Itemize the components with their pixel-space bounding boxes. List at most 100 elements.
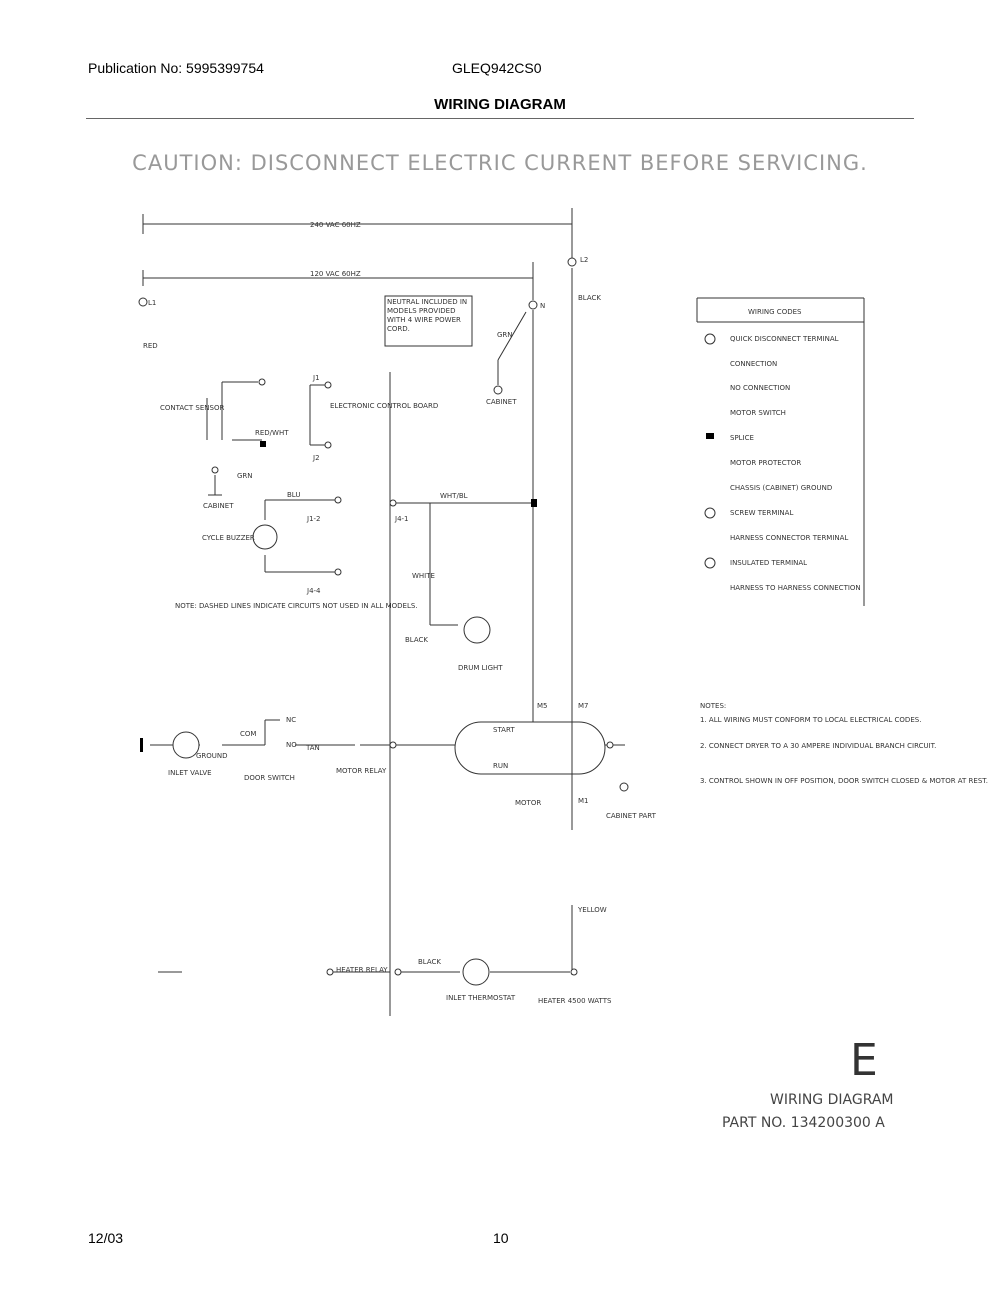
terminal-circle [570,968,578,976]
label-door-switch: DOOR SWITCH [244,774,295,782]
notes-line: 2. CONNECT DRYER TO A 30 AMPERE INDIVIDU… [700,742,936,750]
connector-block [260,441,266,447]
label-black: BLACK [578,294,601,302]
label-blu: BLU [287,491,300,499]
terminal-circle [619,782,629,792]
label-wht-blu: WHT/BL [440,492,468,500]
part-number: PART NO. 134200300 A [722,1115,885,1131]
terminal-circle [334,496,342,504]
footer-page: 10 [493,1230,509,1246]
legend-item: CONNECTION [730,360,777,368]
thermostat-symbol [462,958,490,986]
legend-item: SCREW TERMINAL [730,509,793,517]
buzzer-symbol [252,524,278,550]
label-j2: J2 [312,454,320,462]
label-run: RUN [493,762,508,770]
publication-number: Publication No: 5995399754 [88,60,264,76]
label-cabinet: CABINET [486,398,517,406]
terminal-circle [324,381,332,389]
legend-item: NO CONNECTION [730,384,790,392]
legend-title: WIRING CODES [748,308,802,316]
label-motor: MOTOR [515,799,541,807]
label-grn-ground: GRN [237,472,253,480]
label-notes-dashed: NOTE: DASHED LINES INDICATE CIRCUITS NOT… [175,602,418,610]
terminal-circle [606,741,614,749]
label-tan: TAN [305,744,320,752]
legend-items: QUICK DISCONNECT TERMINAL CONNECTION NO … [730,335,861,592]
label-inlet-thermostat: INLET THERMOSTAT [446,994,516,1002]
legend-item: QUICK DISCONNECT TERMINAL [730,335,839,343]
label-120vac: 120 VAC 60HZ [310,270,361,278]
label-contact-sensor: CONTACT SENSOR [160,404,224,412]
drum-light-symbol [463,616,491,644]
label-black-bottom: BLACK [418,958,441,966]
notes-line: 3. CONTROL SHOWN IN OFF POSITION, DOOR S… [700,777,988,785]
label-yellow: YELLOW [577,906,607,914]
terminal-circle [258,378,266,386]
terminal-circle [326,968,334,976]
label-control-board: ELECTRONIC CONTROL BOARD [330,402,438,410]
legend-item: CHASSIS (CABINET) GROUND [730,484,832,492]
label-m1: M1 [578,797,589,805]
terminal-circle [138,297,148,307]
label-inlet-valve: INLET VALVE [168,769,212,777]
label-start: START [493,726,515,734]
legend-item: SPLICE [730,434,754,442]
part-title: WIRING DIAGRAM [770,1092,894,1108]
footer-date: 12/03 [88,1230,124,1246]
label-com: COM [240,730,256,738]
label-l2: L2 [580,256,588,264]
ground-block [140,738,143,752]
terminal-circle [389,499,397,507]
neutral-note-text: NEUTRAL INCLUDED IN MODELS PROVIDED WITH… [387,298,468,333]
legend-item: MOTOR PROTECTOR [730,459,801,467]
label-cabinet-part: CABINET PART [606,812,657,820]
label-l1: L1 [148,299,156,307]
terminal-circle [493,385,503,395]
inlet-valve-symbol [172,731,200,759]
terminal-circle [324,441,332,449]
terminal-circle [211,466,219,474]
legend-symbol [704,333,716,345]
page-title: WIRING DIAGRAM [434,96,566,113]
label-240vac: 240 VAC 60HZ [310,221,361,229]
legend-symbol [704,557,716,569]
label-drum-light: DRUM LIGHT [458,664,503,672]
model-number: GLEQ942CS0 [452,60,542,76]
label-cycle-buzzer: CYCLE BUZZER [202,534,255,542]
label-n: N [540,302,545,310]
label-j4-4: J4-4 [306,587,321,595]
label-cabinet-ground: CABINET [203,502,234,510]
notes-line: NOTES: [700,702,726,710]
legend-item: MOTOR SWITCH [730,409,786,417]
terminals [138,257,716,986]
notes-line: 1. ALL WIRING MUST CONFORM TO LOCAL ELEC… [700,716,921,724]
label-m7: M7 [578,702,589,710]
terminal-circle [389,741,397,749]
label-red: RED [143,342,158,350]
terminal-circle [394,968,402,976]
terminal-circle [528,300,538,310]
terminal-circle [334,568,342,576]
wires [142,208,865,1016]
notes-block: NOTES: 1. ALL WIRING MUST CONFORM TO LOC… [700,702,988,785]
label-black-light: BLACK [405,636,428,644]
label-white: WHITE [412,572,435,580]
neutral-note-box: NEUTRAL INCLUDED IN MODELS PROVIDED WITH… [387,298,468,333]
label-heater-relay: HEATER RELAY [336,966,388,974]
label-j4-1: J4-1 [394,515,409,523]
legend-item: HARNESS TO HARNESS CONNECTION [730,584,861,592]
header-divider [86,118,914,119]
label-nc: NC [286,716,296,724]
label-red-wht: RED/WHT [255,429,289,437]
legend-splice-icon [706,433,714,439]
label-j1: J1 [312,374,320,382]
label-m5: M5 [537,702,548,710]
caution-text: CAUTION: DISCONNECT ELECTRIC CURRENT BEF… [132,151,868,175]
terminal-circle [567,257,577,267]
legend-item: HARNESS CONNECTOR TERMINAL [730,534,848,542]
label-no: NO [286,741,297,749]
legend-symbol [704,507,716,519]
label-grn: GRN [497,331,513,339]
